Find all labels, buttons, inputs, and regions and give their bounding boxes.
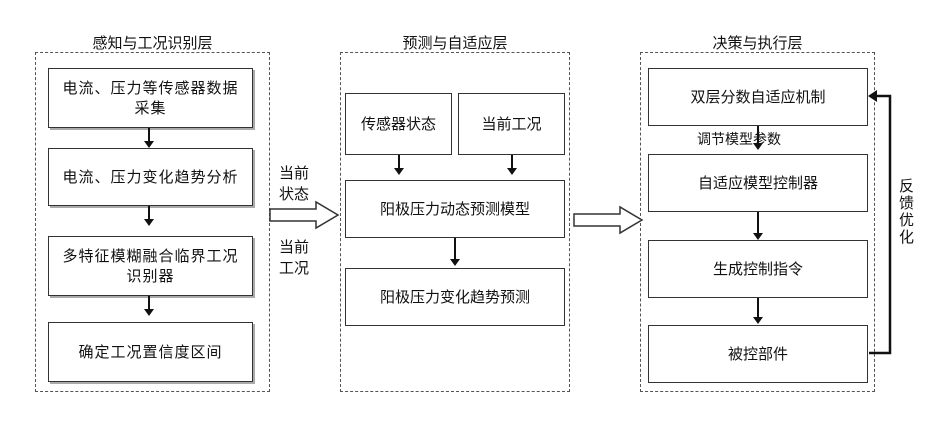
fuzzy-fusion-recognizer-step: 多特征模糊融合临界工况识别器 <box>48 236 253 296</box>
dual-layer-adaptive-mechanism: 双层分数自适应机制 <box>648 68 868 126</box>
sensor-data-collection-step: 电流、压力等传感器数据采集 <box>48 68 253 128</box>
arrow-down-icon <box>148 296 150 310</box>
feedback-loop-arrow-icon <box>866 85 896 360</box>
arrow-down-icon <box>757 212 759 234</box>
current-condition-input: 当前工况 <box>458 93 565 155</box>
anode-pressure-trend-prediction: 阳极压力变化趋势预测 <box>345 268 565 326</box>
arrow-down-icon <box>148 206 150 220</box>
perception-layer-title: 感知与工况识别层 <box>35 32 270 53</box>
arrow-down-icon <box>398 155 400 169</box>
arrow-down-icon <box>454 238 456 260</box>
feedback-optimization-label: 反馈优化 <box>896 178 917 246</box>
adaptive-model-controller: 自适应模型控制器 <box>648 154 868 212</box>
anode-pressure-prediction-model: 阳极压力动态预测模型 <box>345 180 565 238</box>
arrow-down-icon <box>757 298 759 318</box>
generate-control-command: 生成控制指令 <box>648 240 868 298</box>
arrow-down-icon <box>511 155 513 169</box>
arrow-down-icon <box>757 126 759 144</box>
controlled-component: 被控部件 <box>648 325 868 383</box>
adjust-model-params-label: 调节模型参数 <box>697 129 781 149</box>
trend-analysis-step: 电流、压力变化趋势分析 <box>48 148 253 206</box>
current-condition-label: 当前工况 <box>276 237 312 279</box>
arrow-down-icon <box>148 128 150 142</box>
sensor-state-input: 传感器状态 <box>345 93 452 155</box>
decision-layer-title: 决策与执行层 <box>640 32 875 53</box>
prediction-layer-title: 预测与自适应层 <box>340 32 570 53</box>
block-arrow-right-icon <box>268 200 340 230</box>
block-arrow-right-icon <box>572 205 644 235</box>
confidence-interval-step: 确定工况置信度区间 <box>48 322 253 382</box>
current-state-label: 当前状态 <box>276 163 312 205</box>
